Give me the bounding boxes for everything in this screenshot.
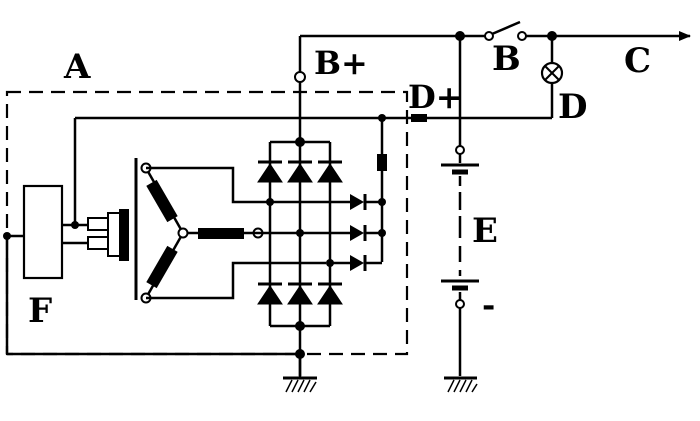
battery-ground-symbol [444, 376, 478, 393]
label-d-plus: D+ [408, 78, 463, 116]
b-plus-terminal [294, 71, 306, 83]
negative-diodes [257, 282, 343, 305]
label-minus: - [482, 286, 495, 324]
label-b: B [492, 39, 521, 79]
phase-leads [146, 166, 330, 300]
positive-diodes [257, 160, 343, 183]
stator-windings [140, 162, 264, 304]
alternator-ground-symbol [283, 354, 317, 393]
junction-dot [71, 221, 79, 229]
label-a: A [63, 47, 91, 87]
label-c: C [624, 41, 651, 81]
label-f: F [28, 291, 52, 331]
alternator-housing-boundary [5, 90, 409, 356]
brush-assembly [87, 209, 129, 261]
junction-dot [378, 114, 386, 122]
d-plus-fuse [377, 154, 387, 171]
exciter-diodes [270, 194, 382, 271]
junction-dot [378, 229, 386, 237]
junction-dot [295, 321, 305, 331]
output-wiring [73, 31, 691, 262]
label-d: D [558, 87, 587, 127]
label-b-plus: B+ [314, 44, 368, 82]
junction-dot [295, 137, 305, 147]
junction-dot [296, 229, 304, 237]
label-e: E [472, 211, 498, 251]
junction-dot [547, 31, 557, 41]
junction-dot [455, 31, 465, 41]
junction-dot [378, 198, 386, 206]
ignition-switch-b [484, 20, 527, 41]
voltage-regulator-f [22, 184, 64, 280]
d-plus-terminal [411, 114, 427, 122]
battery-e [441, 145, 479, 376]
charge-warning-lamp-d [540, 61, 564, 85]
